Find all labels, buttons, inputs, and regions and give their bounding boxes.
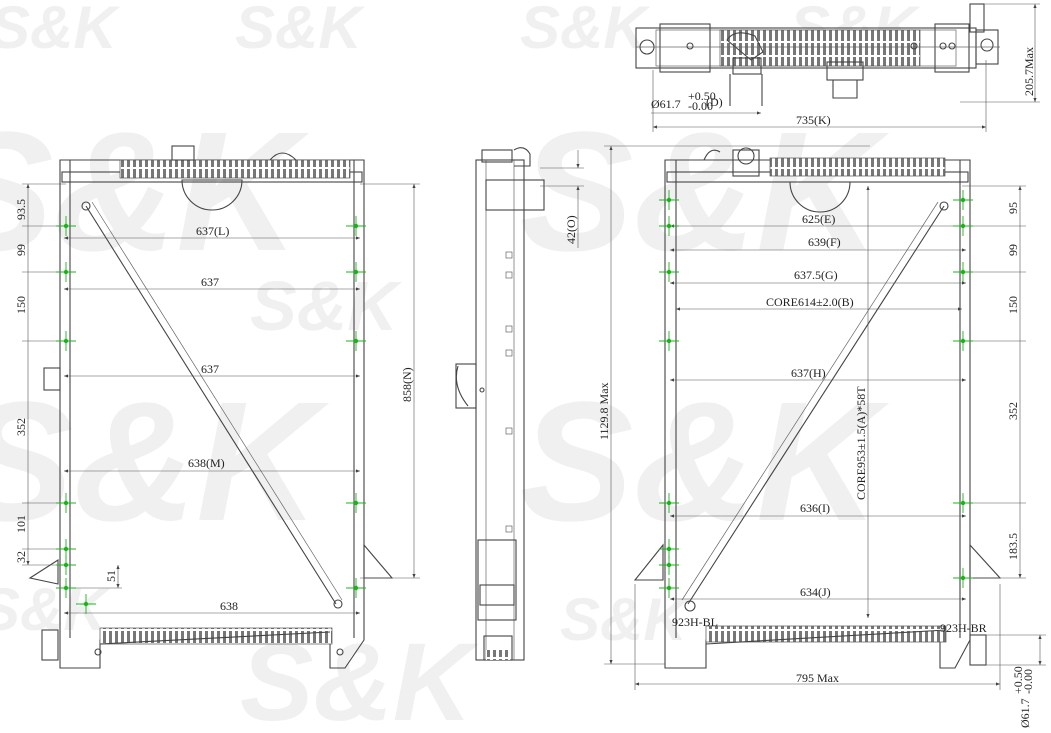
dim-right-overall-height: 1129.8 Max (597, 382, 611, 440)
stamp-right: 923H-BR (940, 621, 987, 635)
dim-right-v5: 183.5 (1006, 533, 1020, 560)
dim-right-v1: 95 (1006, 202, 1020, 214)
dim-pipe-diameter: Ø61.7 (651, 97, 681, 111)
dim-right-h5: 637(H) (791, 366, 826, 380)
dim-left-h2: 637 (201, 275, 219, 289)
dim-pipe-tol-plus: +0.50 (688, 89, 716, 103)
dim-left-v2: 99 (14, 244, 28, 256)
dim-left-v5: 101 (14, 515, 28, 533)
dim-right-v3: 150 (1006, 296, 1020, 314)
front-view-left: 637(L) 637 637 638(M) 638 93.5 99 150 35… (14, 145, 420, 669)
stamp-left: 923H-BL (672, 615, 718, 629)
dim-top-height: 205.7Max (1022, 47, 1036, 96)
dim-right-h2: 639(F) (808, 235, 841, 249)
dim-side-depth: 42(O) (564, 215, 578, 244)
watermark-text: S&K (0, 0, 120, 61)
dim-outlet-tol-minus: -0.00 (1021, 669, 1035, 694)
watermark-text: S&K (0, 367, 330, 557)
dim-left-h1: 637(L) (196, 224, 229, 238)
front-view-right: 923H-BL 923H-BR 625(E) 639(F) 637.5(G) C… (597, 145, 1046, 728)
watermark-text: S&K (520, 367, 890, 557)
dim-left-v3: 150 (14, 296, 28, 314)
watermark-text: S&K (520, 97, 890, 287)
dim-left-h4: 638(M) (188, 456, 225, 470)
dim-top-width: 735(K) (796, 113, 831, 127)
dim-left-v4: 352 (14, 418, 28, 436)
mount-markers-right (659, 190, 973, 598)
dim-pipe-tol-minus: -0.00 (688, 99, 713, 113)
mount-markers-left (56, 216, 366, 614)
dim-left-h3: 637 (201, 362, 219, 376)
watermark-text: S&K (0, 97, 310, 287)
dim-left-v1: 93.5 (14, 199, 28, 220)
watermark-text: S&K (235, 0, 365, 61)
dim-outlet-diameter: Ø61.7 (1018, 698, 1032, 728)
dim-right-overall-width: 795 Max (796, 671, 839, 685)
top-view: 735(K) 205.7Max Ø61.7 +0.50 -0.00 (D) (635, 3, 1040, 132)
dim-outlet-tol-plus: +0.50 (1011, 666, 1025, 694)
dim-left-h5: 638 (220, 599, 238, 613)
side-view: 42(O) (455, 147, 584, 661)
dim-right-h7: 634(J) (800, 585, 831, 599)
watermark-text: S&K (0, 576, 110, 643)
watermark-text: S&K (560, 586, 690, 653)
dim-left-core-height: 858(N) (400, 367, 414, 402)
dim-left-v6: 32 (14, 551, 28, 563)
dim-right-v2: 99 (1006, 244, 1020, 256)
watermark-text: S&K (250, 267, 402, 345)
dim-right-v4: 352 (1006, 402, 1020, 420)
watermark-layer: S&K S&K S&K S&K S&K S&K S&K S&K S&K S&K … (0, 0, 920, 733)
dim-right-h1: 625(E) (802, 212, 835, 226)
dim-right-h3: 637.5(G) (794, 268, 838, 282)
dim-pipe-ref: (D) (706, 95, 723, 109)
dim-right-h6: 636(I) (800, 501, 830, 515)
dim-right-core-height: CORE953±1.5(A)*58T (854, 386, 868, 500)
dim-left-v7: 51 (104, 570, 118, 582)
dim-right-h4: CORE614±2.0(B) (766, 295, 854, 309)
watermark-text: S&K (520, 0, 650, 61)
